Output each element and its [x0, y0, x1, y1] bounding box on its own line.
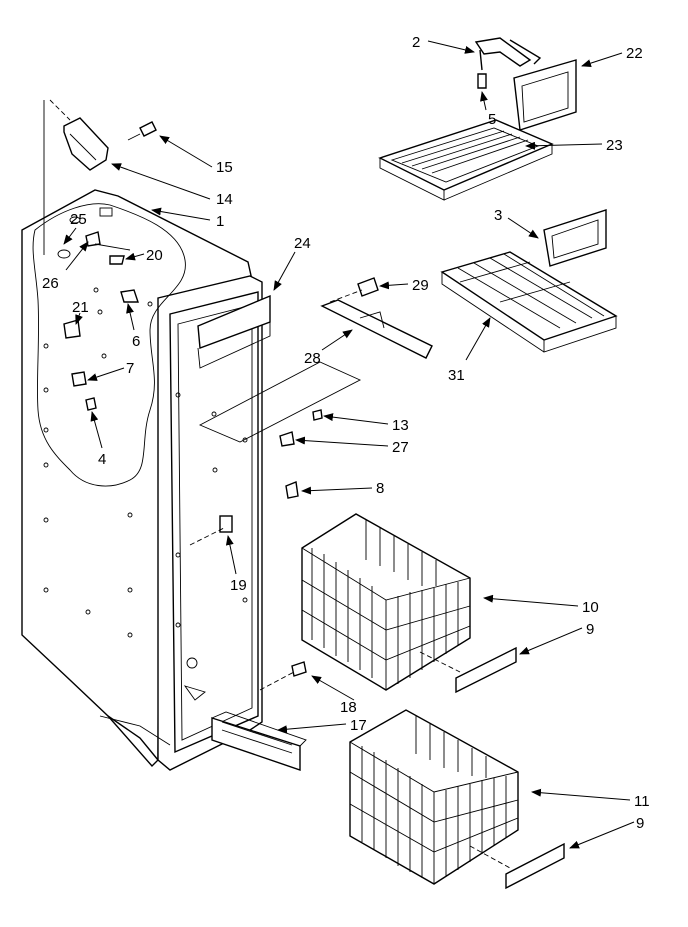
callout-27: 27: [392, 439, 409, 456]
callout-26: 26: [42, 275, 59, 292]
bracket-part-2: [474, 37, 542, 89]
callout-20: 20: [146, 247, 163, 264]
callout-5: 5: [488, 111, 496, 128]
callout-6: 6: [132, 333, 140, 350]
basket-part-10: [301, 513, 471, 691]
freezer-liner-part: [21, 100, 263, 771]
frame-part-3: [543, 209, 607, 267]
small-parts-13-27-8: [198, 361, 362, 499]
callout-8: 8: [376, 480, 384, 497]
callout-25: 25: [70, 211, 87, 228]
trim-part-17: [211, 711, 307, 771]
callout-29: 29: [412, 277, 429, 294]
shelf-part-23: [378, 119, 554, 201]
basket-part-11: [349, 709, 519, 885]
callout-4: 4: [98, 451, 106, 468]
callout-9-lower: 9: [636, 815, 644, 832]
callout-13: 13: [392, 417, 409, 434]
callout-3: 3: [494, 207, 502, 224]
callout-15: 15: [216, 159, 233, 176]
callout-21: 21: [72, 299, 89, 316]
bracket-part-14: [49, 99, 109, 171]
callout-10: 10: [582, 599, 599, 616]
callout-2: 2: [412, 34, 420, 51]
leader-lines: [63, 40, 635, 849]
callout-labels: 2 22 5 23 15 14 1 3 25 24 20 26 29 21 6 …: [42, 34, 650, 832]
callout-28: 28: [304, 350, 321, 367]
latch-part-19: [189, 515, 233, 546]
rail-part-9-lower: [469, 842, 565, 890]
rail-part-9-upper: [419, 646, 517, 694]
callout-22: 22: [626, 45, 643, 62]
callout-11: 11: [634, 793, 650, 810]
rail-part-28: [320, 277, 433, 359]
frame-part-22: [513, 59, 577, 131]
callout-18: 18: [340, 699, 357, 716]
callout-19: 19: [230, 577, 247, 594]
callout-24: 24: [294, 235, 311, 252]
callout-14: 14: [216, 191, 233, 208]
wire-shelf-part-31: [440, 251, 618, 353]
liner-hardware: [57, 207, 139, 411]
callout-1: 1: [216, 213, 224, 230]
callout-9-upper: 9: [586, 621, 594, 638]
callout-17: 17: [350, 717, 367, 734]
screw-part-18: [259, 661, 307, 691]
callout-23: 23: [606, 137, 623, 154]
callout-31: 31: [448, 367, 465, 384]
callout-7: 7: [126, 360, 134, 377]
screw-part-15: [127, 121, 157, 141]
trim-part-24: [197, 294, 271, 369]
